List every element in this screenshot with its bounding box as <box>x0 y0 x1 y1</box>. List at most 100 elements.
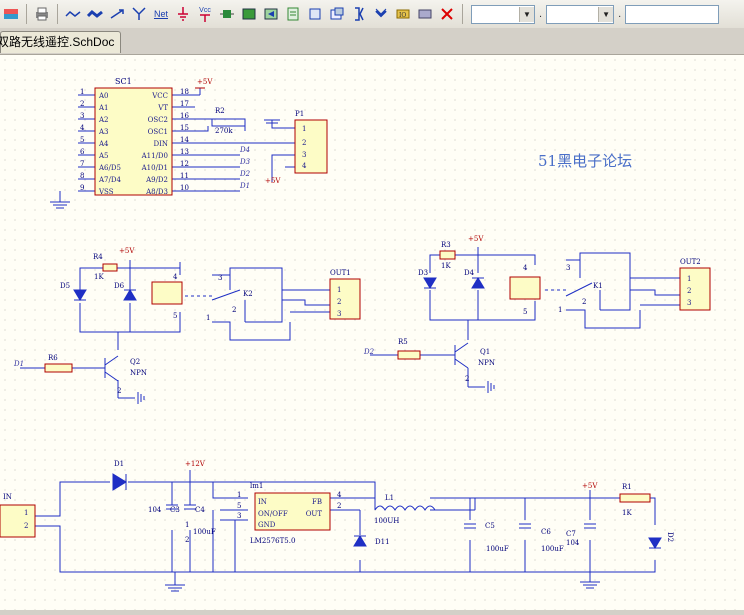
no-erc-icon[interactable]: IO <box>394 5 412 23</box>
pin-name: A1 <box>98 104 109 112</box>
pin-name: A11/D0 <box>141 152 168 160</box>
pin-num: 12 <box>180 160 189 168</box>
power-5v-sc1: +5V <box>197 78 213 86</box>
r6-resistor <box>44 363 73 373</box>
cap-pin: 1 <box>185 521 189 529</box>
net-label-ch2-in: D2 <box>363 348 375 356</box>
chevron-down-icon[interactable]: ▼ <box>598 6 614 22</box>
off-sheet-connector-icon[interactable] <box>372 5 390 23</box>
d1-diode-icon <box>112 473 127 491</box>
filter-combo-1[interactable]: ▼ <box>471 4 535 24</box>
wire-icon[interactable] <box>64 5 82 23</box>
c7-capacitor-icon <box>584 523 596 529</box>
bus-icon[interactable] <box>86 5 104 23</box>
pin-num: 10 <box>180 184 189 192</box>
fade-icon[interactable] <box>2 5 20 23</box>
d11-diode-icon <box>353 535 367 547</box>
place-part-icon[interactable] <box>218 5 236 23</box>
d4-designator: D4 <box>464 269 475 277</box>
u-pin-name: GND <box>258 521 276 529</box>
ground-icon[interactable] <box>174 5 192 23</box>
r6-designator: R6 <box>48 354 58 362</box>
r1-designator: R1 <box>622 483 632 491</box>
p1-pin: 4 <box>302 162 307 170</box>
pin-name: VSS <box>98 188 114 196</box>
out2-pin: 1 <box>687 275 691 283</box>
q2-designator: Q2 <box>130 358 140 366</box>
q1-pin: 2 <box>465 375 469 383</box>
c7-value: 104 <box>566 539 580 547</box>
no-connect-icon[interactable] <box>438 5 456 23</box>
bus-entry-icon[interactable] <box>108 5 126 23</box>
in-pin: 1 <box>24 509 28 517</box>
p1-pin: 2 <box>302 139 306 147</box>
tab-schdoc[interactable]: 双路无线遥控.SchDoc <box>0 31 122 53</box>
sc1-designator: SC1 <box>115 77 132 86</box>
c5-designator: C5 <box>485 522 495 530</box>
filter-combo-2[interactable]: ▼ <box>546 4 615 24</box>
sc1-left-pin-nums: 1 2 3 4 5 6 7 8 9 <box>80 88 85 192</box>
p1-pins: 1 2 3 4 <box>302 125 307 170</box>
u-part: LM2576T5.0 <box>250 537 295 545</box>
u-pin-num: 2 <box>337 502 341 510</box>
power-5v-p1: +5V <box>265 177 281 185</box>
schematic-canvas[interactable]: SC1 1 2 3 4 5 6 7 8 9 A0 A1 A2 A3 A4 A5 … <box>0 55 744 610</box>
c4-value: 100uF <box>193 528 216 536</box>
signal-harness-icon[interactable] <box>130 5 148 23</box>
out1-pin: 1 <box>337 286 341 294</box>
r2-value: 270k <box>215 127 233 135</box>
ground-symbol-psu-out <box>580 581 600 589</box>
q1-type: NPN <box>478 359 495 367</box>
tab-label: 无线遥控.SchDoc <box>21 35 115 49</box>
print-icon[interactable] <box>33 5 51 23</box>
out2-pin: 3 <box>687 299 691 307</box>
net-label-d1: D1 <box>239 182 250 190</box>
device-sheet-icon[interactable] <box>284 5 302 23</box>
schematic-drawing: SC1 1 2 3 4 5 6 7 8 9 A0 A1 A2 A3 A4 A5 … <box>0 77 711 592</box>
net-label-d2: D2 <box>239 170 251 178</box>
k2-pin: 2 <box>232 306 236 314</box>
out1-pin: 3 <box>337 310 341 318</box>
pin-num: 18 <box>180 88 189 96</box>
c3-designator: C3 <box>170 506 180 514</box>
in-pin: 2 <box>24 522 28 530</box>
out1-connector <box>329 278 361 320</box>
sheet-entry-icon[interactable] <box>262 5 280 23</box>
net-label-icon[interactable]: Net <box>152 5 170 23</box>
pin-num: 11 <box>180 172 189 180</box>
r4-designator: R4 <box>93 253 103 261</box>
d6-designator: D6 <box>114 282 125 290</box>
net-label-d4: D4 <box>239 146 250 154</box>
d5-led-icon <box>73 289 87 301</box>
d1-designator: D1 <box>114 460 124 468</box>
chevron-down-icon[interactable]: ▼ <box>519 6 534 22</box>
p1-designator: P1 <box>295 110 304 118</box>
directive-icon[interactable] <box>416 5 434 23</box>
k1-switch-icon <box>565 282 593 297</box>
c3-value: 104 <box>148 506 162 514</box>
pin-num: 4 <box>80 124 85 132</box>
sheet-symbol-icon[interactable] <box>240 5 258 23</box>
c6-designator: C6 <box>541 528 551 536</box>
r3-value: 1K <box>441 262 451 270</box>
r5-designator: R5 <box>398 338 408 346</box>
filter-combo-3[interactable] <box>625 4 720 24</box>
pin-num: 5 <box>80 136 84 144</box>
harness-entry-icon[interactable] <box>328 5 346 23</box>
ground-symbol-p1 <box>264 119 280 124</box>
pin-num: 9 <box>80 184 84 192</box>
pin-name: A7/D4 <box>98 176 121 184</box>
pin-num: 17 <box>180 100 189 108</box>
harness-connector-icon[interactable] <box>306 5 324 23</box>
vcc-power-port-icon[interactable]: Vcc <box>196 5 214 23</box>
pin-num: 3 <box>80 112 84 120</box>
d2-designator: D2 <box>666 532 674 542</box>
r1-resistor <box>619 493 651 503</box>
ground-symbol-q2 <box>118 392 145 404</box>
pin-num: 2 <box>80 100 84 108</box>
u-pin-name: ON/OFF <box>258 510 288 518</box>
u-pin-num: 5 <box>237 502 241 510</box>
port-icon[interactable] <box>350 5 368 23</box>
pin-name: DIN <box>153 140 168 148</box>
power-5v-ch1: +5V <box>119 247 135 255</box>
